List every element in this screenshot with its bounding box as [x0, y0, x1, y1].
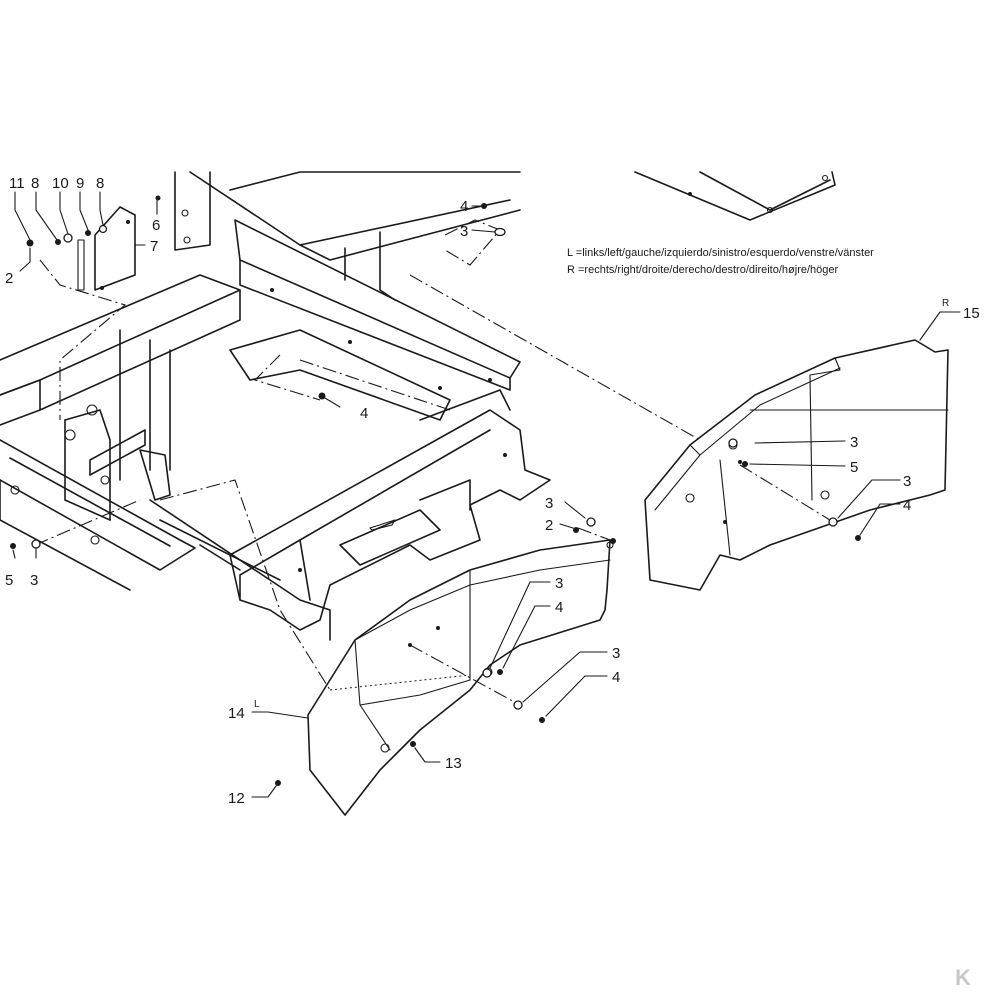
legend-right: R =rechts/right/droite/derecho/destro/di… — [567, 264, 839, 276]
callout-5: 5 — [5, 572, 13, 589]
callout-14: 14 — [228, 705, 245, 722]
callout-3: 3 — [555, 575, 563, 592]
callout-2: 2 — [5, 270, 13, 287]
fender-left — [307, 539, 614, 816]
callout-4: 4 — [360, 405, 368, 422]
side-legend: L =links/left/gauche/izquierdo/sinistro/… — [567, 247, 874, 276]
callout-11: 11 — [9, 175, 25, 192]
callout-4: 4 — [903, 497, 911, 514]
callout-8: 8 — [31, 175, 39, 192]
callout-3: 3 — [612, 645, 620, 662]
chassis-frame — [0, 171, 551, 641]
callout-5: 5 — [850, 459, 858, 476]
side-mark-right: R — [942, 298, 949, 309]
legend-left: L =links/left/gauche/izquierdo/sinistro/… — [567, 247, 874, 259]
callout-4: 4 — [555, 599, 563, 616]
callout-3: 3 — [850, 434, 858, 451]
side-mark-left: L — [254, 699, 260, 710]
callout-3: 3 — [545, 495, 553, 512]
watermark-logo: K — [955, 965, 971, 990]
upper-right-panel — [634, 171, 836, 221]
callout-7: 7 — [150, 238, 158, 255]
callout-3: 3 — [460, 223, 468, 240]
leader-lines — [12, 191, 961, 798]
callout-2: 2 — [545, 517, 553, 534]
callout-3: 3 — [903, 473, 911, 490]
mounting-bracket — [77, 206, 136, 291]
callout-13: 13 — [445, 755, 462, 772]
hardware — [10, 195, 861, 786]
callout-15: 15 — [963, 305, 980, 322]
callout-12: 12 — [228, 790, 245, 807]
callout-8: 8 — [96, 175, 104, 192]
callout-labels: 11 8 10 9 8 6 7 2 4 3 4 15 3 5 3 4 3 2 5… — [5, 175, 980, 807]
callout-4: 4 — [460, 198, 468, 215]
callout-3: 3 — [30, 572, 38, 589]
callout-9: 9 — [76, 175, 84, 192]
callout-10: 10 — [52, 175, 69, 192]
callout-4: 4 — [612, 669, 620, 686]
callout-6: 6 — [152, 217, 160, 234]
